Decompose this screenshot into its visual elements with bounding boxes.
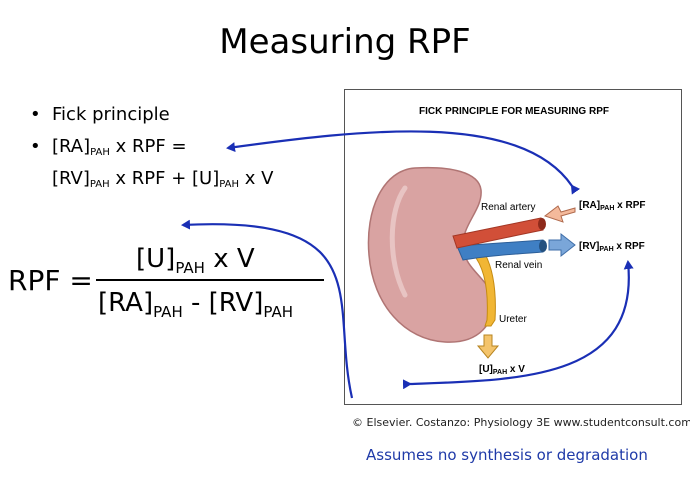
label-renal-artery: Renal artery	[481, 202, 536, 213]
bullet-dot: •	[30, 136, 41, 157]
formula-denominator: [RA]PAH - [RV]PAH	[98, 288, 294, 321]
slide-title: Measuring RPF	[219, 22, 471, 62]
kidney-shading	[389, 185, 408, 298]
figure-title: FICK PRINCIPLE FOR MEASURING RPF	[418, 106, 609, 117]
outflow-arrow-icon	[548, 232, 576, 258]
bullet-text: Fick principle	[52, 104, 170, 125]
assumption-note: Assumes no synthesis or degradation	[366, 446, 648, 464]
image-credit: © Elsevier. Costanzo: Physiology 3E www.…	[352, 416, 690, 429]
connector-rv-arrow	[181, 219, 354, 399]
connector-u-arrow	[402, 260, 634, 390]
fraction-bar	[96, 279, 324, 281]
connector-ra-arrow	[226, 130, 581, 195]
label-rv-pah-rpf: [RV]PAH x RPF	[579, 241, 645, 253]
inflow-arrow-icon	[543, 205, 576, 223]
equation-lhs: [RA]PAH x RPF =	[52, 136, 187, 158]
artery-opening	[538, 218, 546, 230]
bullet-dot: •	[30, 104, 41, 125]
formula-numerator: [U]PAH x V	[136, 244, 255, 277]
formula-lhs: RPF =	[8, 264, 93, 297]
vein-opening	[539, 240, 547, 252]
renal-artery-shape	[452, 217, 544, 249]
label-ra-pah-rpf: [RA]PAH x RPF	[579, 200, 646, 212]
rpf-formula: RPF = [U]PAH x V [RA]PAH - [RV]PAH	[8, 238, 328, 328]
